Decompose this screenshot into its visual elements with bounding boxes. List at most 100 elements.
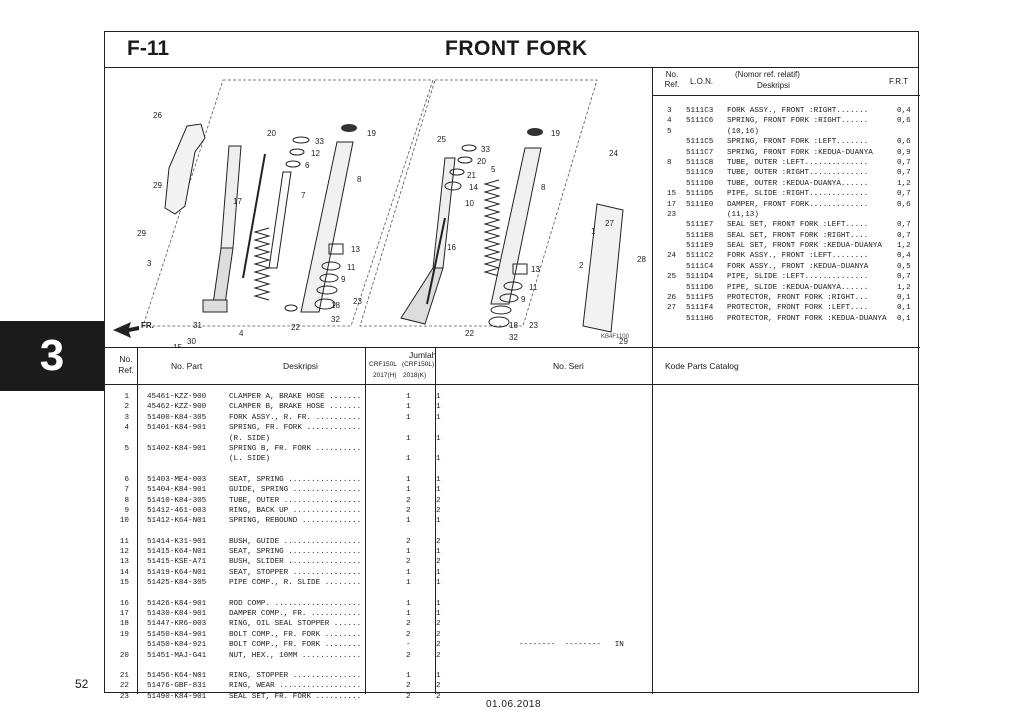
- callout: 29: [153, 181, 162, 190]
- lon-desc: SEAL SET, FRONT FORK :RIGHT....: [727, 231, 869, 240]
- callout: 9: [521, 295, 526, 304]
- page-number: 52: [75, 677, 89, 691]
- lon-ref: 3: [667, 107, 672, 115]
- part-desc: PIPE COMP., R. SLIDE ........: [229, 579, 362, 588]
- lon-ref: 23: [667, 210, 677, 219]
- lon-desc: SPRING, FRONT FORK :KEDUA-DUANYA: [727, 148, 873, 157]
- callout: 3: [147, 259, 152, 268]
- lon-ref: 4: [667, 117, 672, 126]
- callout: 13: [351, 245, 360, 254]
- qty-2017: 1: [406, 455, 411, 464]
- part-number: 51430-K84-901: [147, 610, 207, 619]
- lon-desc: TUBE, OUTER :KEDUA-DUANYA......: [727, 179, 869, 188]
- lon-desc: SPRING, FRONT FORK :RIGHT......: [727, 117, 869, 126]
- lon-frt: 0,5: [897, 262, 911, 271]
- qty-2017: 1: [406, 579, 411, 588]
- callout: 33: [315, 137, 324, 146]
- qty-2018: 2: [436, 692, 441, 701]
- callout: 22: [291, 323, 300, 332]
- part-number: 51400-K84-305: [147, 413, 207, 422]
- col-header-qty: Jumlah: [409, 350, 437, 360]
- qty-2017: 1: [406, 393, 411, 401]
- lon-desc: FORK ASSY., FRONT :KEDUA-DUANYA: [727, 262, 869, 271]
- lon-code: 5111E7: [686, 221, 714, 230]
- qty-2017: 2: [406, 506, 411, 515]
- part-ref: 20: [119, 651, 129, 660]
- lon-frt: 1,2: [897, 179, 911, 188]
- callout: 20: [267, 129, 276, 138]
- direction-label: FR.: [141, 321, 154, 330]
- lon-code: 5111D5: [686, 190, 714, 199]
- qty-2018: 1: [436, 455, 441, 464]
- lon-code: 5111D4: [686, 273, 714, 282]
- fork-diagram-svg: FR. 26 29 29 3 15 30 31 4 17 20 33 12 6 …: [113, 79, 646, 347]
- col-header-year1: 2017(H): [373, 372, 397, 379]
- lon-code: 5111C2: [686, 252, 714, 261]
- part-desc: DAMPER COMP., FR. ...........: [229, 610, 362, 619]
- callout: 32: [509, 333, 518, 342]
- part-desc: (L. SIDE): [229, 455, 271, 464]
- callout: 25: [437, 135, 446, 144]
- lon-frt: 0,1: [897, 294, 911, 303]
- section-tab-number: 3: [39, 331, 65, 380]
- qty-2018: 1: [436, 548, 441, 557]
- qty-2017: 2: [406, 630, 411, 639]
- lon-desc: DAMPER, FRONT FORK.............: [727, 200, 869, 209]
- part-desc: SPRING B, FR. FORK ..........: [229, 444, 362, 453]
- lon-code: 5111E9: [686, 242, 714, 251]
- lon-desc: FORK ASSY., FRONT :RIGHT.......: [727, 107, 869, 115]
- callout: 26: [153, 111, 162, 120]
- lon-code: 5111E0: [686, 200, 714, 209]
- lon-code: 5111C3: [686, 107, 714, 115]
- callout: 2: [579, 261, 584, 270]
- callout: 5: [491, 165, 496, 174]
- lon-frt: 0,7: [897, 158, 911, 167]
- part-number: 51402-K84-901: [147, 444, 207, 453]
- callout: 23: [353, 297, 362, 306]
- part-ref: 6: [124, 475, 129, 484]
- part-ref: 2: [124, 403, 129, 412]
- part-number: 45462-KZZ-900: [147, 403, 207, 412]
- part-desc: FORK ASSY., R. FR. ..........: [229, 413, 362, 422]
- part-number: 51425-K84-305: [147, 579, 207, 588]
- lon-code: 5111F4: [686, 304, 714, 313]
- callout: 31: [193, 321, 202, 330]
- part-ref: 7: [124, 486, 129, 495]
- col-divider: [652, 348, 653, 694]
- part-desc: RING, BACK UP ...............: [229, 506, 362, 515]
- footer-date: 01.06.2018: [486, 699, 542, 710]
- qty-2017: 2: [406, 692, 411, 701]
- qty-2018: 1: [436, 568, 441, 577]
- lon-frt: 1,2: [897, 283, 911, 292]
- qty-2018: 2: [436, 537, 441, 546]
- part-ref: 4: [124, 424, 129, 433]
- part-ref: 14: [119, 568, 129, 577]
- qty-2018: 2: [436, 620, 441, 629]
- callout: 17: [233, 197, 242, 206]
- lon-row: 5(10,16): [653, 127, 920, 137]
- part-ref: 21: [119, 671, 129, 680]
- part-number: 51450-K84-901: [147, 630, 207, 639]
- callout: 11: [347, 263, 356, 272]
- lon-header-desc-top: (Nomor ref. relatif): [735, 70, 800, 79]
- col-header-catalog: Kode Parts Catalog: [665, 361, 739, 371]
- qty-2017: 1: [406, 568, 411, 577]
- qty-2018: 2: [436, 506, 441, 515]
- part-ref: 8: [124, 496, 129, 505]
- qty-2017: 1: [406, 517, 411, 526]
- protector-left: [582, 203, 624, 333]
- part-number: 45461-KZZ-900: [147, 393, 207, 401]
- lon-frt: 0,7: [897, 273, 911, 282]
- callout: 28: [637, 255, 646, 264]
